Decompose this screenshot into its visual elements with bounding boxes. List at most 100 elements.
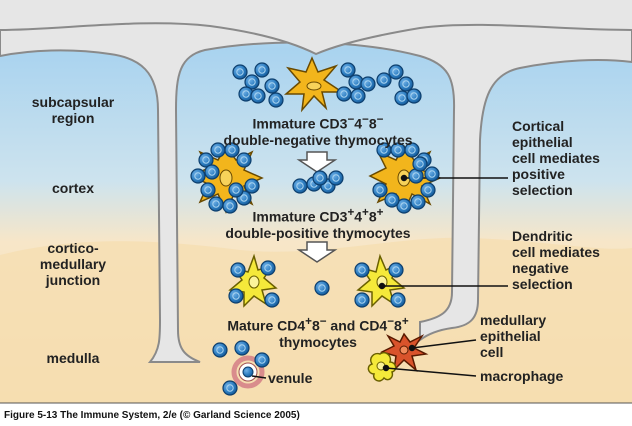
thymocyte — [420, 182, 436, 198]
thymocyte — [244, 74, 260, 90]
thymocytes-group — [190, 62, 440, 396]
annotation-venule: venule — [268, 370, 313, 386]
thymocyte — [376, 72, 392, 88]
thymocyte — [198, 152, 214, 168]
capsule-septa — [0, 0, 632, 363]
thymocyte — [398, 76, 414, 92]
thymocyte-nucleus — [214, 146, 222, 154]
thymocyte-nucleus — [240, 194, 248, 202]
region-label-medulla: medulla — [46, 350, 100, 366]
thymocyte — [250, 88, 266, 104]
thymocyte — [354, 292, 370, 308]
thymocyte-nucleus — [258, 66, 266, 74]
thymocyte — [314, 280, 330, 296]
thymocyte — [254, 62, 270, 78]
thymocyte-nucleus — [248, 78, 256, 86]
thymocyte-nucleus — [238, 344, 246, 352]
thymocyte-nucleus — [424, 186, 432, 194]
thymocyte — [236, 152, 252, 168]
thymocyte-nucleus — [318, 284, 326, 292]
thymocyte-nucleus — [202, 156, 210, 164]
thymocyte-nucleus — [352, 78, 360, 86]
thymocyte — [388, 262, 404, 278]
thymocyte — [360, 76, 376, 92]
thymocyte-nucleus — [392, 266, 400, 274]
thymocyte-nucleus — [358, 296, 366, 304]
thymocyte-nucleus — [236, 68, 244, 76]
cortical-epithelial-cell-top — [283, 56, 345, 113]
thymocyte-nucleus — [416, 160, 424, 168]
stage-double-negative-label: Immature CD3−4−8− double-negative thymoc… — [223, 113, 413, 148]
thymocyte — [424, 166, 440, 182]
thymocyte-nucleus — [324, 182, 332, 190]
thymocyte — [372, 182, 388, 198]
thymocyte — [264, 292, 280, 308]
thymocyte — [200, 182, 216, 198]
capsule-dip — [0, 0, 632, 54]
stage-double-positive-label: Immature CD3+4+8+ double-positive thymoc… — [225, 206, 411, 241]
thymocyte-nucleus — [380, 146, 388, 154]
thymocyte-nucleus — [194, 172, 202, 180]
thymocyte — [340, 62, 356, 78]
thymocyte-nucleus — [268, 296, 276, 304]
thymocyte-nucleus — [248, 182, 256, 190]
thymocyte — [222, 380, 238, 396]
capsule-edge — [0, 22, 632, 56]
thymocyte — [336, 86, 352, 102]
annotation-medullary-epithelial: medullary epithelial cell — [480, 312, 547, 360]
frame-bottom — [0, 403, 632, 426]
thymocyte — [292, 178, 308, 194]
thymocyte-nucleus — [394, 296, 402, 304]
thymocyte-nucleus — [398, 94, 406, 102]
region-label-corticomedullary: cortico- medullary junction — [39, 240, 107, 288]
thymocyte — [268, 92, 284, 108]
arrow-down-1 — [296, 151, 338, 173]
thymocyte-nucleus — [408, 146, 416, 154]
thymocyte-nucleus — [226, 384, 234, 392]
thymocyte-nucleus — [268, 82, 276, 90]
thymocyte-nucleus — [208, 168, 216, 176]
thymocyte-nucleus — [354, 92, 362, 100]
thymocyte-nucleus — [272, 96, 280, 104]
thymocyte-nucleus — [332, 174, 340, 182]
thymocyte-nucleus — [364, 80, 372, 88]
thymocyte — [230, 262, 246, 278]
thymocyte-nucleus — [240, 156, 248, 164]
thymocyte-nucleus — [380, 76, 388, 84]
thymocyte — [390, 292, 406, 308]
thymocyte-nucleus — [428, 170, 436, 178]
medullary-epithelial-cell — [379, 332, 429, 373]
macrophage-cell — [367, 351, 397, 382]
figure-caption: Figure 5-13 The Immune System, 2/e (© Ga… — [4, 410, 300, 421]
thymocyte — [254, 352, 270, 368]
thymocyte-nucleus — [232, 186, 240, 194]
thymocyte-nucleus — [234, 266, 242, 274]
thymocyte-nucleus — [296, 182, 304, 190]
thymocyte — [212, 342, 228, 358]
thymocyte — [222, 198, 238, 214]
thymocyte — [264, 78, 280, 94]
thymocyte-nucleus — [340, 90, 348, 98]
thymocyte — [224, 142, 240, 158]
annotation-cortical-epithelial: Cortical epithelial cell mediates positi… — [512, 118, 600, 198]
thymocyte-nucleus — [204, 186, 212, 194]
thymocyte — [410, 194, 426, 210]
thymocyte — [228, 288, 244, 304]
thymocyte-nucleus — [376, 186, 384, 194]
stage-mature-label: Mature CD4+8− and CD4−8+ thymocytes — [227, 315, 409, 350]
thymocyte-nucleus — [402, 80, 410, 88]
thymocyte-nucleus — [216, 346, 224, 354]
thymocyte — [406, 88, 422, 104]
thymocyte-nucleus — [412, 172, 420, 180]
thymocyte — [412, 156, 428, 172]
thymocyte-nucleus — [344, 66, 352, 74]
thymocyte-nucleus — [414, 198, 422, 206]
thymocyte — [404, 142, 420, 158]
thymocyte-nucleus — [228, 146, 236, 154]
thymocyte-nucleus — [264, 264, 272, 272]
thymocyte-nucleus — [232, 292, 240, 300]
thymocyte-nucleus — [392, 68, 400, 76]
thymocyte-nucleus — [254, 92, 262, 100]
